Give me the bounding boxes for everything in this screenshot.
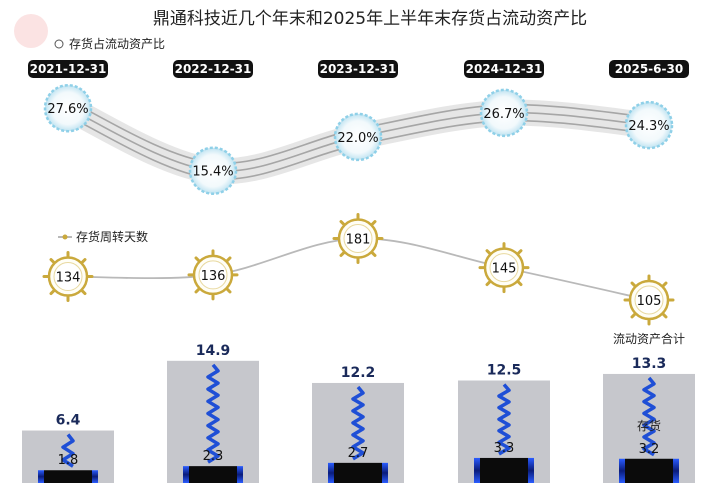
helm-wheel-icon bbox=[187, 249, 239, 301]
turnover-data-label: 136 bbox=[201, 269, 226, 284]
legend-ratio: 存货占流动资产比 bbox=[54, 36, 165, 51]
date-label: 2024-12-31 bbox=[466, 62, 543, 76]
date-pill bbox=[318, 60, 398, 78]
helm-wheel-icon bbox=[478, 242, 530, 294]
current-assets-value-label: 14.9 bbox=[196, 343, 231, 359]
current-assets-value-label: 12.5 bbox=[487, 363, 522, 379]
ratio-data-label: 27.6% bbox=[47, 102, 88, 117]
date-pill bbox=[609, 60, 689, 78]
inventory-bar-edge bbox=[328, 462, 334, 483]
date-pill bbox=[173, 60, 253, 78]
helm-hub bbox=[489, 253, 519, 283]
inventory-bar-edge bbox=[382, 462, 388, 483]
ratio-line-series: 27.6% 15.4% 22.0% 26.7% 24.3% bbox=[43, 83, 674, 195]
spring-connector bbox=[497, 383, 511, 456]
inventory-value-label: 1.8 bbox=[58, 453, 79, 468]
turnover-data-label: 105 bbox=[637, 294, 662, 309]
ratio-point-marker bbox=[43, 83, 93, 133]
date-label: 2021-12-31 bbox=[30, 62, 107, 76]
date-label: 2022-12-31 bbox=[175, 62, 252, 76]
inventory-bar-edge bbox=[237, 466, 243, 483]
spring-connector bbox=[642, 376, 656, 457]
spring-connector bbox=[61, 433, 75, 468]
inventory-bar bbox=[44, 470, 92, 483]
helm-wheel-icon bbox=[42, 251, 94, 303]
inventory-value-label: 3.3 bbox=[494, 441, 515, 456]
ratio-data-label: 15.4% bbox=[192, 165, 233, 180]
date-axis: 2021-12-31 2022-12-31 2023-12-31 2024-12-31… bbox=[28, 60, 689, 78]
inventory-bar bbox=[625, 458, 673, 483]
inventory-bar-edge bbox=[92, 470, 98, 483]
inventory-value-label: 2.7 bbox=[348, 446, 369, 461]
inventory-bar bbox=[480, 457, 528, 483]
turnover-data-label: 145 bbox=[492, 262, 517, 277]
legend-ratio-label: 存货占流动资产比 bbox=[69, 36, 165, 51]
turnover-line-series: 134 136 181 145 105 bbox=[42, 213, 675, 326]
current-assets-value-label: 6.4 bbox=[56, 413, 81, 429]
helm-hub bbox=[634, 285, 664, 315]
series-label-inventory: 存货 bbox=[637, 418, 661, 433]
helm-hub bbox=[198, 260, 228, 290]
legend-ratio-marker bbox=[54, 39, 64, 49]
inventory-value-label: 2.3 bbox=[203, 449, 224, 464]
inventory-bar-edge bbox=[528, 457, 534, 483]
inventory-bar-edge bbox=[183, 466, 189, 483]
chart-title: 鼎通科技近几个年末和2025年上半年末存货占流动资产比 bbox=[153, 9, 587, 29]
current-assets-value-label: 12.2 bbox=[341, 365, 376, 381]
inventory-bar bbox=[189, 466, 237, 483]
date-label: 2025-6-30 bbox=[615, 62, 683, 76]
spring-connector bbox=[206, 363, 220, 464]
date-pill bbox=[28, 60, 108, 78]
ratio-point-marker bbox=[188, 146, 238, 195]
inventory-bar-edge bbox=[38, 470, 44, 483]
inventory-bar-edge bbox=[619, 458, 625, 483]
legend-turnover-label: 存货周转天数 bbox=[76, 229, 148, 244]
inventory-value-label: 3.2 bbox=[639, 442, 660, 457]
ratio-point-marker bbox=[624, 100, 674, 150]
current-assets-value-label: 13.3 bbox=[632, 356, 667, 372]
ratio-data-label: 22.0% bbox=[337, 131, 378, 146]
series-label-current-assets: 流动资产合计 bbox=[613, 331, 685, 346]
ratio-point-marker bbox=[479, 88, 529, 138]
inventory-bar-edge bbox=[673, 458, 679, 483]
bar-series: 6.4 1.8 14.9 2.3 12.2 2.7 12.5 3.3 13.3 3.2 bbox=[22, 343, 695, 483]
turnover-data-label: 181 bbox=[346, 233, 371, 248]
helm-wheel-icon bbox=[332, 213, 384, 265]
helm-hub bbox=[53, 262, 83, 292]
inventory-bar bbox=[334, 462, 382, 483]
logo-icon bbox=[14, 14, 48, 48]
ratio-point-marker bbox=[333, 112, 383, 162]
date-label: 2023-12-31 bbox=[320, 62, 397, 76]
date-pill bbox=[464, 60, 544, 78]
chart-header: 鼎通科技近几个年末和2025年上半年末存货占流动资产比 bbox=[14, 9, 587, 48]
helm-hub bbox=[343, 224, 373, 254]
legend-turnover: 存货周转天数 bbox=[58, 229, 148, 244]
ratio-data-label: 24.3% bbox=[628, 119, 669, 134]
ratio-data-label: 26.7% bbox=[483, 107, 524, 122]
inventory-bar-edge bbox=[474, 457, 480, 483]
turnover-data-label: 134 bbox=[56, 271, 81, 286]
legend-turnover-marker bbox=[62, 234, 68, 240]
spring-connector bbox=[351, 385, 365, 461]
helm-wheel-icon bbox=[623, 274, 675, 326]
